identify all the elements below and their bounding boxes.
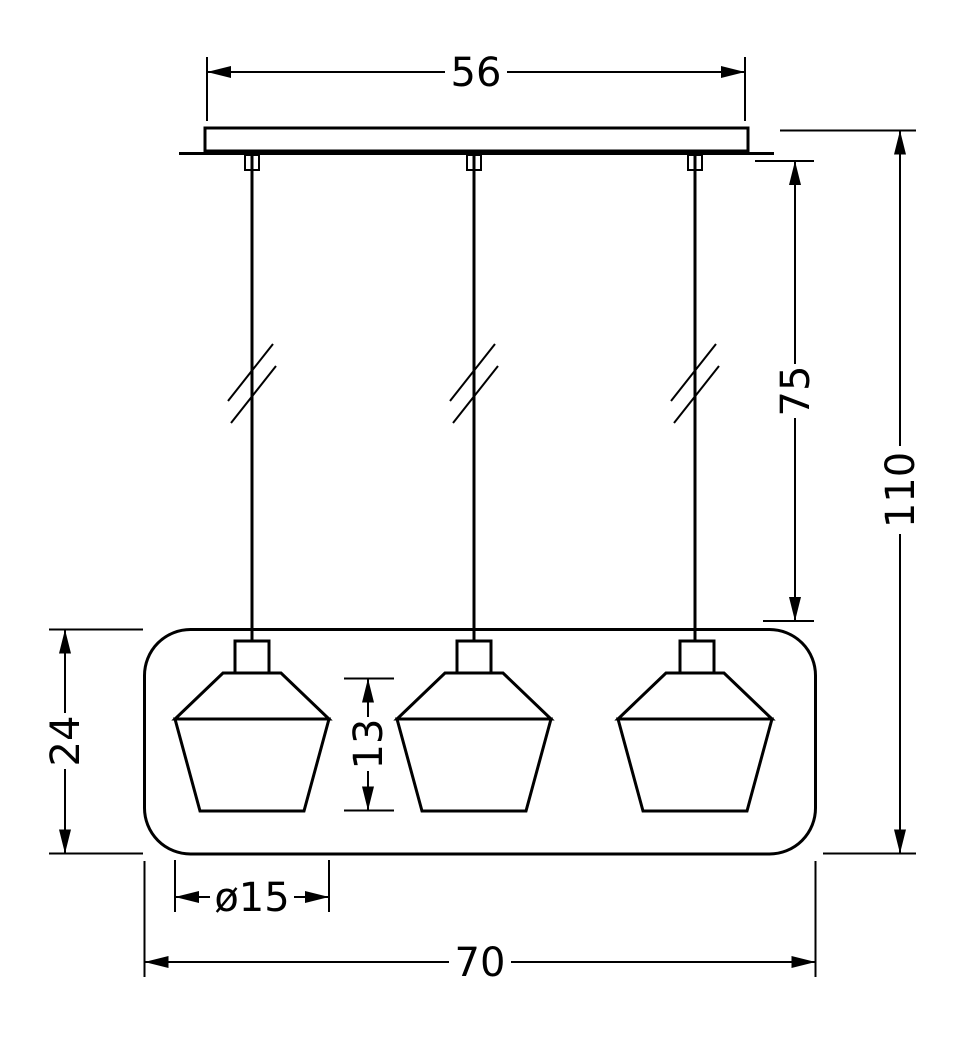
cable-right: [670, 154, 720, 646]
label-group: 24: [43, 713, 89, 769]
dim-total-height: 110: [780, 129, 924, 855]
cable-middle: [449, 154, 499, 646]
dim-suspension-height: 75: [755, 160, 819, 622]
shade-lower-cone: [395, 717, 553, 813]
dim-label-shade-diameter: ø15: [214, 875, 289, 921]
frame-outline: [143, 628, 817, 856]
shade-socket: [455, 639, 493, 675]
cable-connector: [466, 154, 482, 171]
label-backing: [773, 364, 817, 418]
shade-upper-cone: [393, 671, 555, 721]
shade-socket: [233, 639, 271, 675]
arrowhead-left: [207, 66, 231, 78]
arrowhead-right: [791, 956, 816, 968]
cable-break-mark: [227, 343, 274, 402]
shade-upper-cone: [614, 671, 776, 721]
label-backing: [445, 50, 507, 94]
label-backing: [346, 717, 390, 771]
dim-overall-width: 70: [143, 861, 817, 986]
cable-break-mark: [673, 365, 720, 424]
cable-connector: [687, 154, 703, 171]
shade-right: [614, 639, 776, 813]
cable-break-mark: [670, 343, 717, 402]
label-group: 75: [773, 364, 819, 418]
dim-label-shade-height: 13: [346, 719, 392, 770]
arrowhead-bottom: [789, 597, 801, 621]
arrowhead-top: [59, 629, 71, 654]
label-group: 110: [878, 446, 924, 534]
cable-break-mark: [452, 365, 499, 424]
label-backing: [43, 713, 87, 769]
arrowhead-top: [362, 678, 374, 703]
label-backing: [878, 446, 922, 534]
cable-break-mark: [230, 365, 277, 424]
arrowhead-bottom: [894, 829, 906, 854]
arrowhead-left: [175, 891, 199, 903]
arrowhead-top: [789, 161, 801, 185]
dim-label-frame-height: 24: [43, 716, 89, 767]
label-backing: [449, 940, 511, 984]
shade-left: [171, 639, 333, 813]
arrowhead-bottom: [362, 786, 374, 811]
dim-label-suspension-height: 75: [773, 366, 819, 417]
shade-upper-cone: [171, 671, 333, 721]
dim-label-overall-width: 70: [455, 940, 506, 986]
canopy-plate: [203, 126, 750, 153]
arrowhead-top: [894, 130, 906, 155]
ceiling-canopy: [179, 126, 774, 155]
cable-connector: [244, 154, 260, 171]
arrowhead-bottom: [59, 829, 71, 854]
shade-socket: [678, 639, 716, 675]
dim-label-total-height: 110: [878, 452, 924, 528]
dim-shade-height: 13: [344, 677, 394, 812]
cable-break-mark: [449, 343, 496, 402]
arrowhead-right: [721, 66, 745, 78]
dim-shade-diameter: ø15: [174, 860, 330, 921]
arrowhead-right: [305, 891, 329, 903]
label-group: 13: [346, 717, 392, 771]
arrowhead-left: [144, 956, 169, 968]
shade-lower-cone: [173, 717, 331, 813]
dim-canopy-width: 56: [206, 50, 746, 121]
shade-lower-cone: [616, 717, 774, 813]
cable-left: [227, 154, 277, 646]
dim-frame-height: 24: [43, 628, 143, 855]
dim-label-canopy-width: 56: [451, 50, 502, 96]
shade-middle: [393, 639, 555, 813]
label-backing: [210, 875, 294, 919]
